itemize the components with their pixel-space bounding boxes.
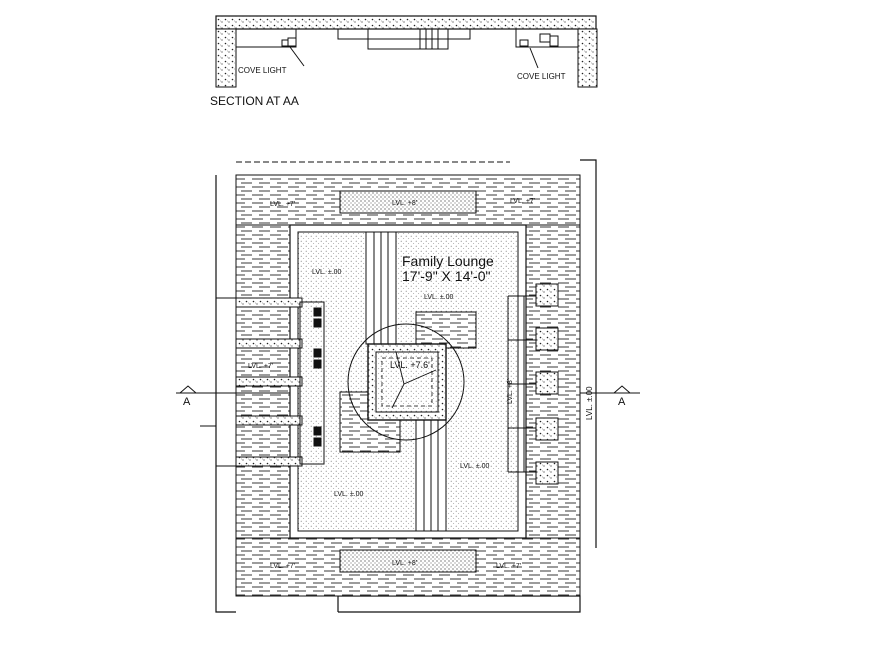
level-outer-right-vertical: LVL. ±.00 (585, 386, 594, 420)
level-inner-top-right: LVL. ±.00 (424, 294, 454, 301)
beam-top-vertical (365, 231, 397, 345)
level-inner-top-left: LVL. ±.00 (312, 269, 342, 276)
outer-wall-left (215, 175, 236, 613)
level-labels: LVL. +7' LVL. +7' LVL. +8' LVL. +8' LVL.… (248, 198, 594, 570)
section-marker-left-label: A (183, 396, 191, 408)
central-box-inner (375, 351, 439, 413)
section-drop-center-inner (367, 28, 449, 50)
right-wall-fixtures (507, 283, 559, 485)
section-aa: COVE LIGHT COVE LIGHT SECTION AT AA (210, 15, 598, 108)
section-drop-center (337, 28, 471, 40)
outer-wall-right (580, 159, 597, 548)
cove-light-right-label: COVE LIGHT (517, 72, 566, 81)
ceiling-plan: A A Family Lounge 17'-9" X 14'-0" LVL. +… (176, 159, 640, 613)
inner-brick-panel-upper (415, 311, 477, 349)
outer-wall-bottom (337, 595, 581, 613)
level-top-right: LVL. +7' (510, 198, 535, 205)
level-center: LVL. +7.6' (390, 360, 430, 370)
ceiling-circle (347, 323, 465, 441)
level-bottom-left: LVL. +7' (270, 563, 295, 570)
section-title: SECTION AT AA (210, 94, 299, 108)
cove-light-left-fixture (281, 37, 305, 67)
section-right-wall (577, 28, 598, 88)
level-inner-bottom-right: LVL. ±.00 (460, 463, 490, 470)
section-marker-right-label: A (618, 396, 626, 408)
bottom-cove-trough (339, 549, 477, 573)
section-marker-right (580, 385, 640, 394)
level-top-bar: LVL. +8' (392, 200, 417, 207)
section-false-ceiling-right (515, 28, 579, 48)
top-cove-trough (339, 190, 477, 214)
section-false-ceiling-left (235, 28, 297, 48)
section-left-wall (215, 28, 237, 88)
level-inner-bottom-left: LVL. ±.00 (334, 491, 364, 498)
cove-light-left-label: COVE LIGHT (238, 66, 287, 75)
cove-light-right-fixture (519, 33, 559, 69)
section-slab (215, 15, 597, 30)
level-top-left: LVL. +7' (270, 201, 295, 208)
level-bottom-right: LVL. +7' (496, 563, 521, 570)
section-marker-left (176, 385, 290, 394)
beam-bottom-vertical (415, 419, 447, 532)
level-right-strip: LVL. +8' (507, 379, 514, 404)
room-name: Family Lounge (402, 253, 494, 269)
level-bottom-bar: LVL. +8' (392, 560, 417, 567)
left-wall-fixtures (200, 297, 325, 467)
level-inner-left-mid: LVL. +7' (248, 363, 273, 370)
room-size: 17'-9" X 14'-0" (402, 268, 490, 284)
